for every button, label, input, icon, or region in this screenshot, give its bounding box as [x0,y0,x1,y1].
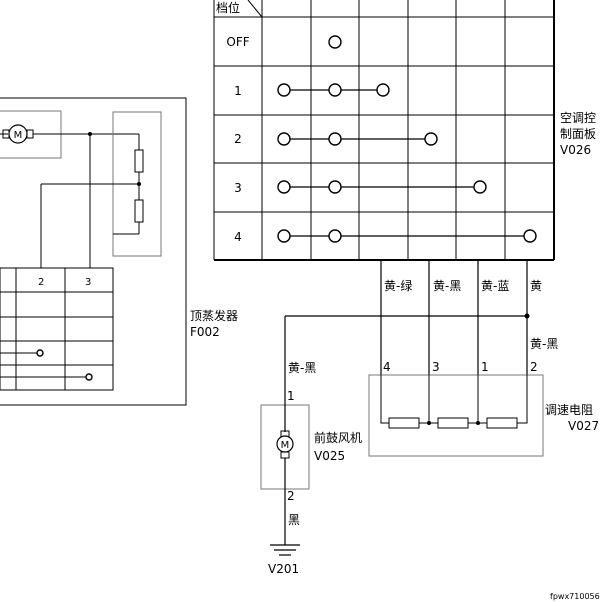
figure-id: fpwx710056 [550,592,600,601]
control-panel-name-2: 制面板 [560,127,596,141]
evap-pin-3: 3 [85,277,91,288]
contact-4c [523,229,537,243]
position-label-4: 4 [234,230,242,244]
contact-2a [277,132,291,146]
wire-label-yellow-black-left: 黄-黑 [288,361,316,375]
control-panel-name-1: 空调控 [560,111,596,125]
blower-module: 1 M 2 [260,389,310,545]
blower-pin-top: 1 [287,389,295,403]
position-label-3: 3 [234,181,242,195]
evaporator-name: 顶蒸发器 [190,308,238,323]
resistor-element-3 [486,417,518,429]
contact-4a [277,229,291,243]
resistor-pin-1: 1 [481,360,489,374]
evap-motor-symbol: M [14,130,23,141]
switch-header-label: 档位 [216,0,240,15]
contact-3c [473,180,487,194]
switch-output-wires [380,260,528,374]
contact-1a [277,83,291,97]
resistor-element-1 [388,417,420,429]
resistor-pin-3: 3 [432,360,440,374]
contact-3b [328,180,342,194]
switch-table: 档位 OFF 1 2 3 4 [213,0,555,261]
blower-pin-bottom: 2 [287,489,295,503]
evap-resistor-2 [134,199,144,223]
evap-pin-2: 2 [38,277,44,288]
wire-label-yellow: 黄 [530,279,542,293]
blower-code: V025 [314,449,345,463]
blower-motor-symbol: M [281,440,290,451]
resistor-pin-4: 4 [383,360,391,374]
contact-1c [376,83,390,97]
control-panel-code: V026 [560,143,591,157]
position-label-off: OFF [226,35,249,49]
ground-code: V201 [268,562,299,576]
contact-2b [328,132,342,146]
resistor-element-2 [437,417,469,429]
evaporator-module: M 2 3 [0,97,187,406]
position-label-2: 2 [234,132,242,146]
contact-off [328,35,342,49]
wire-label-black: 黑 [288,513,300,527]
contact-1b [328,83,342,97]
contact-4b [328,229,342,243]
position-label-1: 1 [234,84,242,98]
wire-label-yellow-black-right: 黄-黑 [530,337,558,351]
wire-label-yellow-blue: 黄-蓝 [481,279,509,293]
wire-label-yellow-green: 黄-绿 [384,278,412,293]
resistor-module: 4 3 1 2 [368,360,544,457]
resistor-pin-2: 2 [530,360,538,374]
resistor-code: V027 [568,419,599,433]
blower-name: 前鼓风机 [314,430,362,445]
ground-symbol [270,544,300,556]
contact-2c [424,132,438,146]
wire-label-yellow-black: 黄-黑 [433,279,461,293]
resistor-name: 调速电阻 [545,403,593,417]
evaporator-code: F002 [190,325,220,339]
contact-3a [277,180,291,194]
evap-resistor-1 [134,149,144,173]
